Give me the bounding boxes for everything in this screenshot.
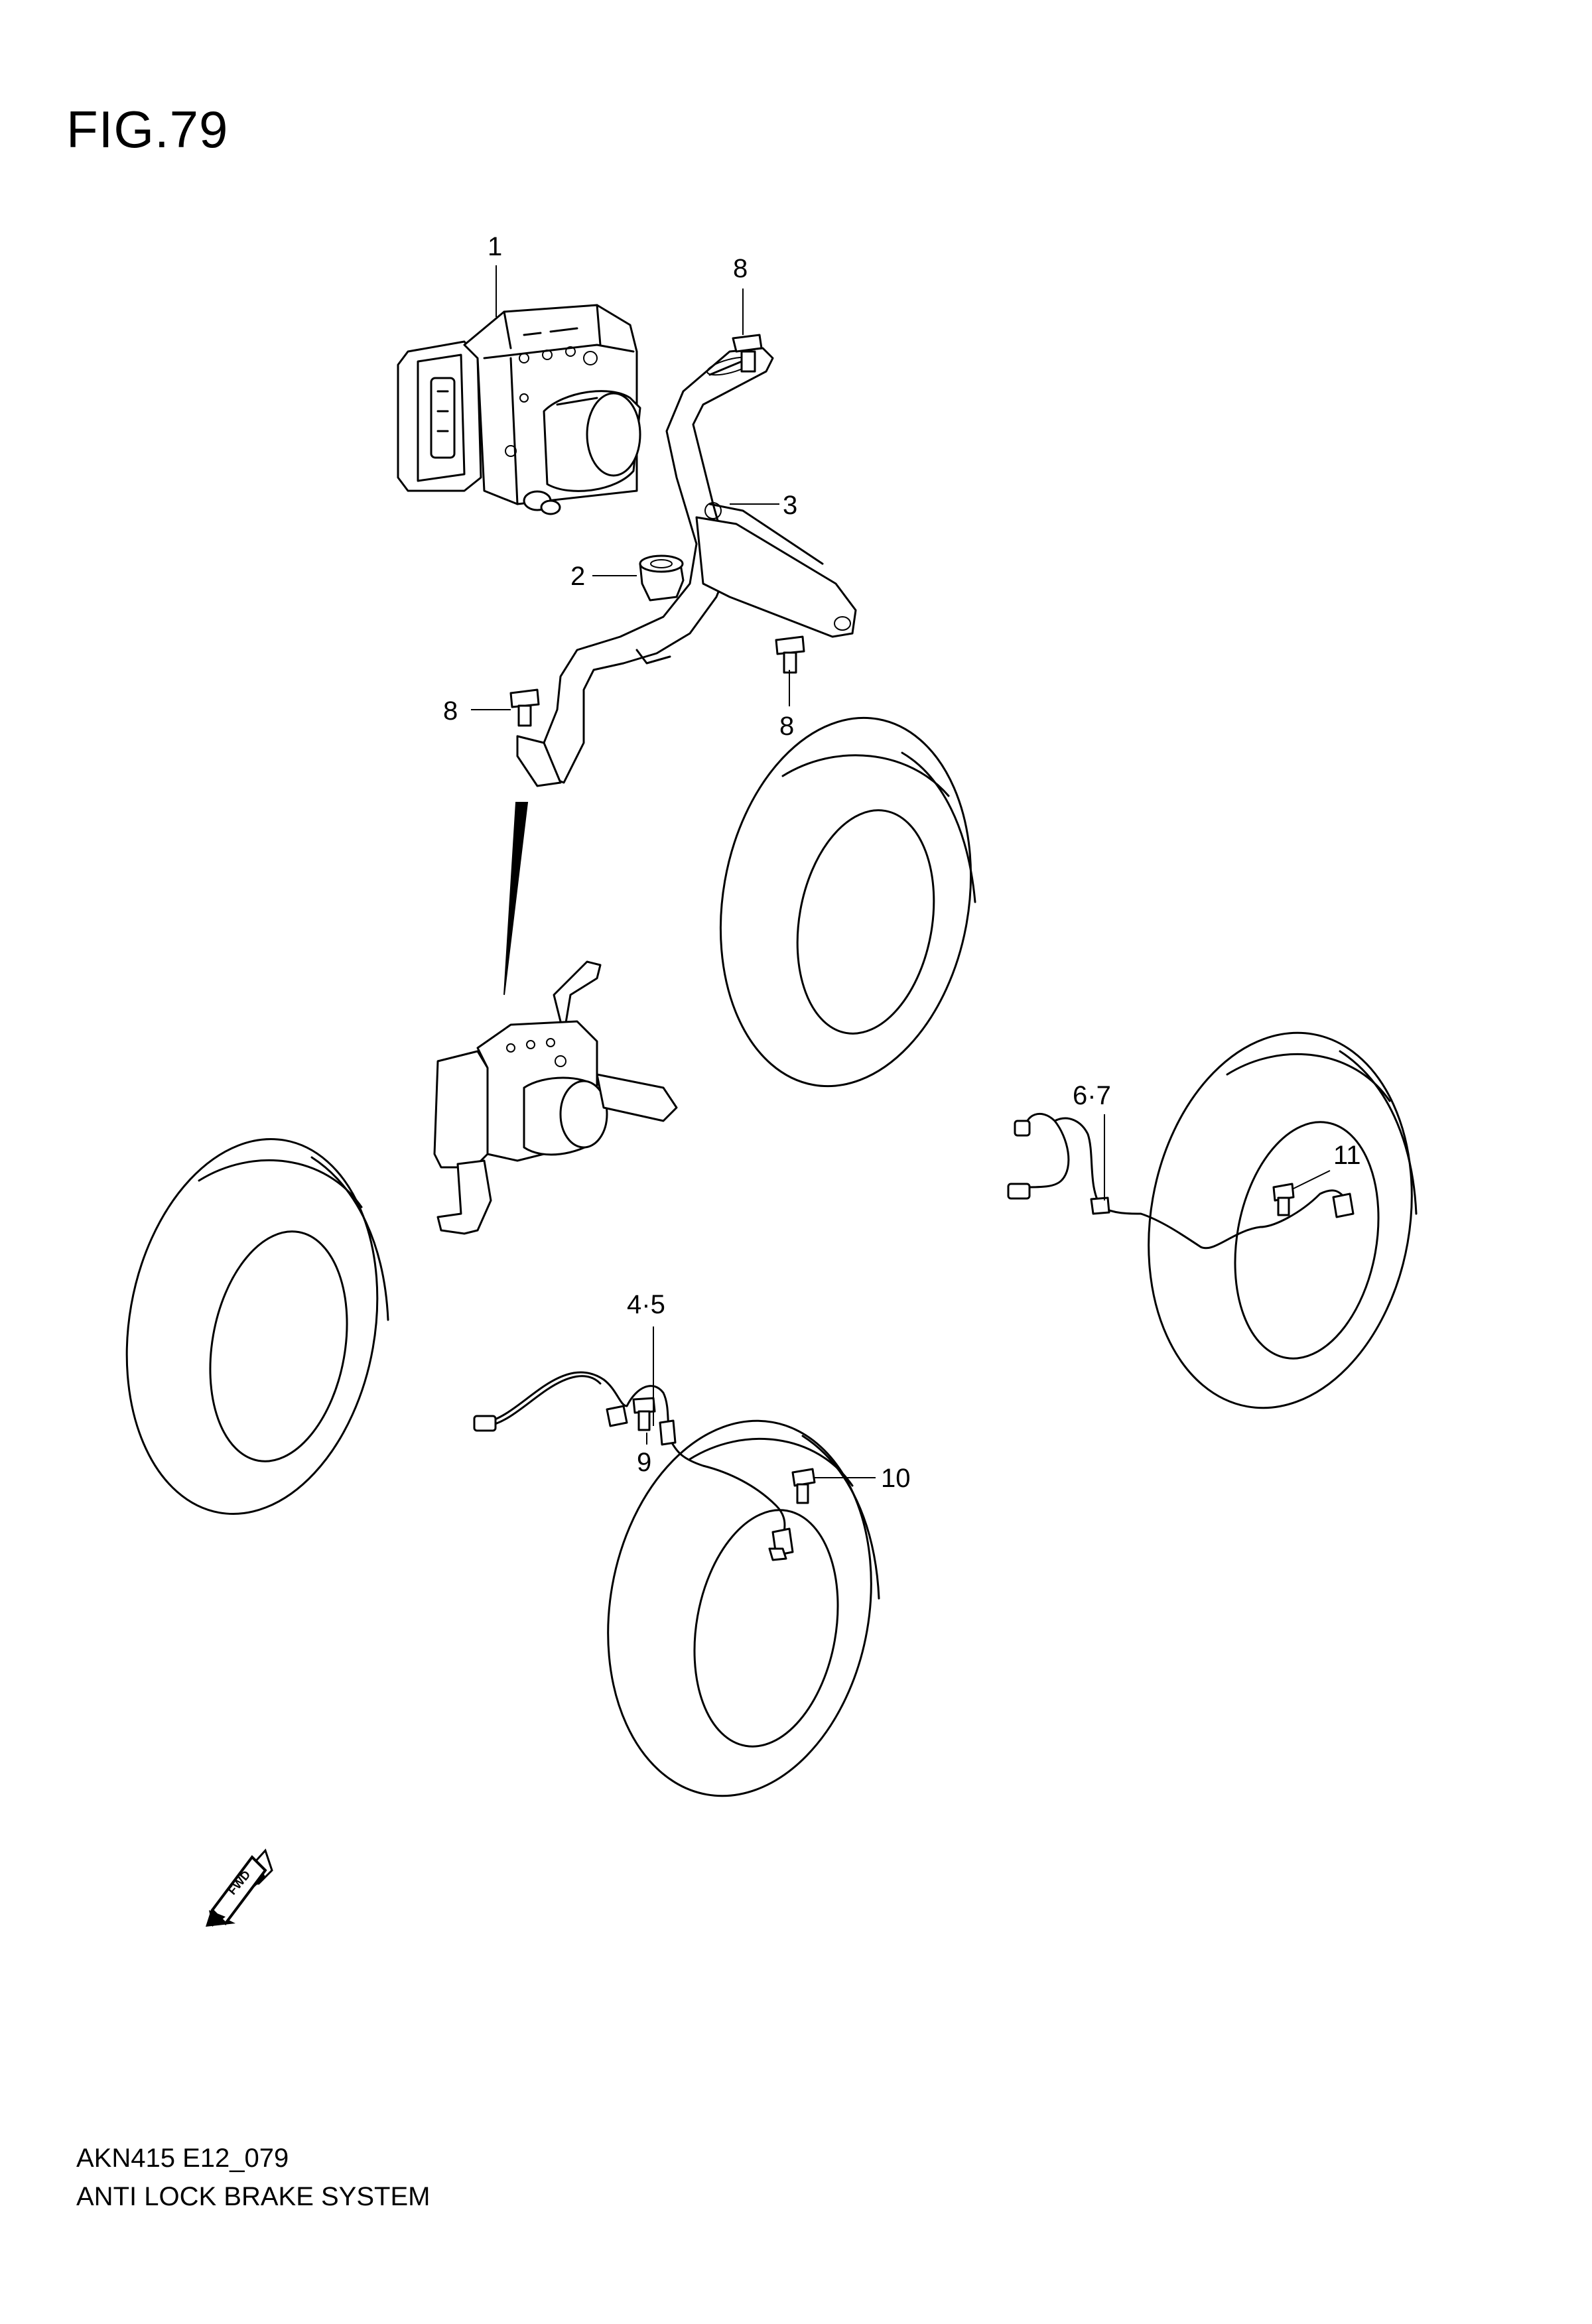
tire-left (125, 1137, 389, 1516)
tire-top-right (719, 716, 976, 1088)
callouts: 1 2 3 8 8 8 4·5 6·7 9 10 11 (443, 232, 1361, 1493)
figure-code: AKN415 E12_079 (76, 2144, 289, 2173)
abs-bracket (516, 347, 857, 787)
tire-right (1148, 1031, 1418, 1409)
callout-10: 10 (881, 1464, 911, 1493)
tire-bottom (607, 1419, 880, 1797)
bolt-9 (632, 1397, 656, 1431)
callout-4-5: 4·5 (627, 1290, 665, 1319)
bolt-right (775, 635, 805, 674)
bolt-11 (1272, 1183, 1295, 1216)
leader-lines (471, 265, 1331, 1478)
callout-6-7: 6·7 (1073, 1081, 1111, 1110)
figure-name: ANTI LOCK BRAKE SYSTEM (76, 2182, 431, 2211)
bolt-left (509, 688, 540, 727)
callout-1: 1 (488, 232, 502, 261)
rear-wheel-speed-sensor (1007, 1112, 1355, 1250)
callout-11: 11 (1333, 1141, 1361, 1170)
callout-8-left: 8 (443, 696, 458, 726)
callout-2: 2 (570, 562, 585, 591)
fwd-arrow-icon: FWD (206, 1848, 273, 1927)
abs-assembly (433, 960, 678, 1235)
figure-title: FIG.79 (66, 100, 229, 159)
bolt-10 (791, 1468, 816, 1504)
abs-hydraulic-unit (397, 304, 641, 515)
front-wheel-speed-sensor (473, 1371, 794, 1561)
callout-3: 3 (783, 491, 797, 520)
callout-9: 9 (637, 1448, 651, 1477)
callout-8-right: 8 (779, 712, 794, 741)
callout-8-top: 8 (733, 254, 748, 283)
grommet (639, 554, 685, 602)
bolt-upper (732, 334, 763, 373)
assembly-pointer (503, 802, 529, 996)
